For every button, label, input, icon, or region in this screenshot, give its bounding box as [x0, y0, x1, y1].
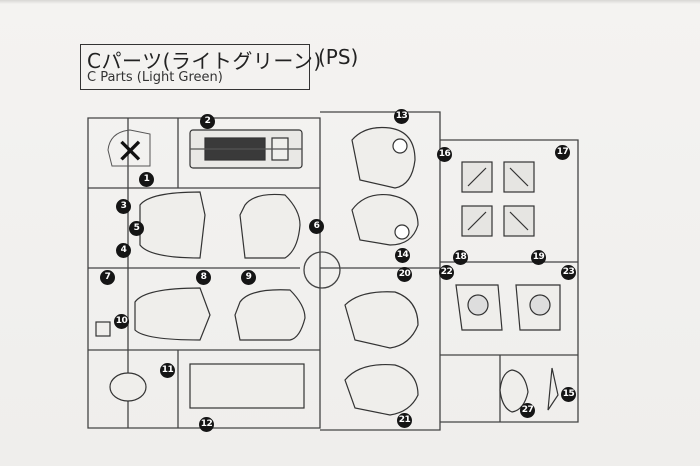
title-frame: [80, 44, 310, 90]
part-number-13: 13: [394, 109, 409, 124]
part-number-19: 19: [531, 250, 546, 265]
parts-title-english: C Parts (Light Green): [87, 70, 223, 85]
part-11-12-shapes: [109, 363, 305, 409]
part-number-16: 16: [437, 147, 452, 162]
part-number-4: 4: [116, 243, 131, 258]
part-number-27: 27: [520, 403, 535, 418]
right-top-parts: [461, 161, 535, 237]
sprue-gate-circle: [303, 251, 341, 289]
runner-frame-right: [440, 139, 579, 423]
part-8-9-10-shapes: [95, 287, 306, 341]
part-number-9: 9: [241, 270, 256, 285]
part-number-17: 17: [555, 145, 570, 160]
part-2-shape: [189, 129, 303, 169]
part-number-14: 14: [395, 248, 410, 263]
part-number-23: 23: [561, 265, 576, 280]
part-number-6: 6: [309, 219, 324, 234]
part-number-11: 11: [160, 363, 175, 378]
excluded-part-cross-icon: ✕: [116, 132, 145, 172]
part-number-20: 20: [397, 267, 412, 282]
part-number-1: 1: [139, 172, 154, 187]
page-fold-shadow: [0, 0, 700, 4]
parts-27-15-shapes: [499, 367, 559, 413]
runner-frame-left: [87, 117, 321, 429]
part-number-2: 2: [200, 114, 215, 129]
parts-22-23-shapes: [455, 284, 561, 331]
part-number-18: 18: [453, 250, 468, 265]
part-number-5: 5: [129, 221, 144, 236]
part-5-6-shapes: [139, 191, 301, 259]
part-number-8: 8: [196, 270, 211, 285]
part-number-7: 7: [100, 270, 115, 285]
part-1-shape: [107, 129, 151, 167]
part-number-12: 12: [199, 417, 214, 432]
part-number-21: 21: [397, 413, 412, 428]
material-code: (PS): [318, 45, 359, 69]
part-number-10: 10: [114, 314, 129, 329]
part-number-3: 3: [116, 199, 131, 214]
center-column-parts: [344, 126, 419, 416]
parts-title-japanese: Cパーツ(ライトグリーン): [87, 49, 322, 73]
part-number-22: 22: [439, 265, 454, 280]
part-number-15: 15: [561, 387, 576, 402]
